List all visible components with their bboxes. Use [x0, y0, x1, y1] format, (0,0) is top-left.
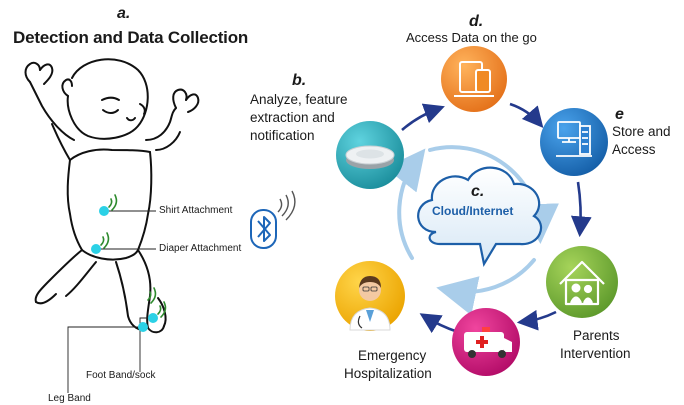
parents-line-2: Intervention — [560, 346, 631, 361]
emergency-line-2: Hospitalization — [344, 366, 432, 381]
store-access-node — [540, 108, 608, 176]
panel-b-letter: b. — [292, 72, 307, 89]
panel-a-title: Detection and Data Collection — [13, 28, 249, 47]
access-data-node — [441, 46, 507, 112]
panel-d-letter: d. — [469, 13, 484, 30]
panel-b-line-1: Analyze, feature — [250, 92, 348, 107]
panel-e-letter: e — [615, 106, 624, 123]
analyze-node — [336, 121, 404, 189]
panel-c-letter: c. — [471, 183, 485, 200]
parents-line-1: Parents — [573, 328, 620, 343]
sensor-dots — [91, 206, 158, 332]
shirt-sensor — [99, 206, 109, 216]
panel-d-title: Access Data on the go — [406, 30, 537, 45]
panel-b-line-2: extraction and — [250, 110, 335, 125]
doctor-node — [335, 261, 405, 331]
shirt-attachment-label: Shirt Attachment — [159, 205, 233, 216]
emergency-line-1: Emergency — [358, 348, 427, 363]
parents-node — [546, 246, 618, 318]
devices-icon — [454, 61, 494, 97]
panel-e-line-1: Store and — [612, 124, 671, 139]
leg-band-label: Leg Band — [48, 393, 91, 404]
leg-sensor — [148, 313, 158, 323]
panel-a-letter: a. — [117, 5, 131, 22]
cloud-label: Cloud/Internet — [432, 204, 514, 218]
doctor-icon — [349, 276, 391, 331]
foot-sensor — [138, 322, 148, 332]
ambulance-node — [452, 308, 520, 376]
foot-band-label: Foot Band/sock — [86, 370, 156, 381]
baby-illustration — [24, 58, 200, 334]
diaper-attachment-label: Diaper Attachment — [159, 243, 242, 254]
wifi-signal-icon — [100, 194, 167, 318]
cloud-icon — [417, 166, 543, 268]
panel-b-line-3: notification — [250, 128, 315, 143]
ambulance-icon — [464, 327, 512, 358]
diaper-sensor — [91, 244, 101, 254]
family-house-icon — [559, 260, 605, 306]
bluetooth-icon — [250, 190, 296, 249]
panel-e-line-2: Access — [612, 142, 656, 157]
router-disc-icon — [345, 145, 395, 169]
server-icon — [556, 121, 592, 157]
